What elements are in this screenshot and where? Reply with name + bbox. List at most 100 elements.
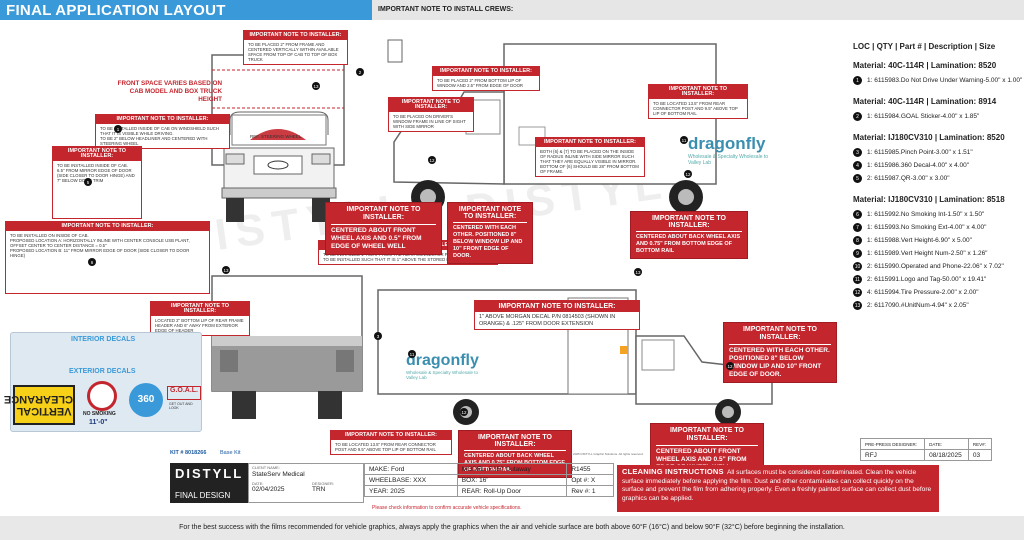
- legend-item-text: 1: 6115985.Pinch Point-3.00" x 1.51": [867, 149, 973, 156]
- logo-bottom: dragonfly Wholesale & Specialty Wholesal…: [406, 352, 479, 380]
- legend-item: 8 1: 6115988.Vert Height-6.90" x 5.00": [853, 234, 1023, 247]
- truck-front-view: [211, 54, 345, 222]
- legend-loc-number: 7: [853, 223, 862, 232]
- kit-base: Base Kit: [220, 450, 241, 456]
- copyright: © 2025 DISTYLL Graphic Solutions. All ri…: [570, 452, 644, 456]
- height-number: 11'-0": [89, 419, 108, 426]
- note-rear-connector: IMPORTANT NOTE TO INSTALLER:TO BE LOCATE…: [648, 84, 748, 119]
- legend-item: 2 1: 6115984.GOAL Sticker-4.00" x 1.85": [853, 110, 1023, 123]
- legend-item-text: 2: 6115987.QR-3.00" x 3.00": [867, 175, 950, 182]
- footer-note: For the best success with the films reco…: [0, 516, 1024, 540]
- marker-3: 3: [374, 332, 382, 340]
- marker-12c: 12: [460, 408, 468, 416]
- decals-box: INTERIOR DECALS EXTERIOR DECALS VERTICAL…: [4, 332, 202, 432]
- note-driver-window: IMPORTANT NOTE TO INSTALLER:TO BE PLACED…: [388, 97, 474, 132]
- client-block: CLIENT NAME: StateServ Medical DATE:DESI…: [248, 463, 364, 503]
- legend-material: Material: IJ180CV310 | Lamination: 8518: [853, 195, 1005, 204]
- rnote-centered-2: IMPORTANT NOTE TO INSTALLER:CENTERED WIT…: [723, 322, 837, 383]
- legend-item: 10 2: 6115990.Operated and Phone-22.06" x…: [853, 260, 1023, 273]
- legend-item: 5 2: 6115987.QR-3.00" x 3.00": [853, 172, 1023, 185]
- note-window-lip: IMPORTANT NOTE TO INSTALLER:TO BE PLACED…: [432, 66, 540, 91]
- legend-item: 7 1: 6115993.No Smoking Ext-4.00" x 4.00": [853, 221, 1023, 234]
- legend-loc-number: 5: [853, 174, 862, 183]
- legend-item: 11 2: 6115991.Logo and Tag-50.00" x 19.41…: [853, 273, 1023, 286]
- note-cab-console: IMPORTANT NOTE TO INSTALLER:TO BE INSTAL…: [5, 221, 210, 294]
- legend-item-text: 1: 6115989.Vert Height Num-2.50" x 1.26": [867, 250, 988, 257]
- legend-item-text: 2: 6117090.#UnitNum-4.94" x 2.05": [867, 302, 969, 309]
- marker-13c: 13: [634, 268, 642, 276]
- legend-item: 3 1: 6115985.Pinch Point-3.00" x 1.51": [853, 146, 1023, 159]
- legend-item: 1 1: 6115983.Do Not Drive Under Warning-5…: [853, 74, 1023, 87]
- legend-item-text: 4: 6115994.Tire Pressure-2.00" x 2.00": [867, 289, 979, 296]
- marker-12d: 12: [726, 362, 734, 370]
- marker-11: 11: [680, 136, 688, 144]
- legend-loc-number: 1: [853, 76, 862, 85]
- note-top-center: IMPORTANT NOTE TO INSTALLER:TO BE PLACED…: [243, 30, 348, 65]
- legend-material: Material: 40C-114R | Lamination: 8914: [853, 97, 997, 106]
- legend-loc-number: 9: [853, 249, 862, 258]
- legend-item-text: 1: 6115986.360 Decal-4.00" x 4.00": [867, 162, 970, 169]
- legend-item-text: 1: 6115984.GOAL Sticker-4.00" x 1.85": [867, 113, 980, 120]
- goal-sub: GET OUT AND LOOK: [169, 402, 193, 410]
- vertical-clearance-decal: VERTICAL CLEARANCE: [4, 385, 75, 425]
- truck-rear-view: [211, 275, 363, 419]
- legend-loc-number: 3: [853, 148, 862, 157]
- brand-block: DISTYLL FINAL DESIGN: [170, 463, 248, 503]
- marker-13: 13: [312, 82, 320, 90]
- brand-name: DISTYLL: [175, 466, 244, 481]
- legend-loc-number: 2: [853, 112, 862, 121]
- install-crews-note: IMPORTANT NOTE TO INSTALL CREWS:: [372, 0, 1024, 20]
- exterior-decals-label: EXTERIOR DECALS: [69, 368, 136, 375]
- note-rear-frame: IMPORTANT NOTE TO INSTALLER:LOCATED 2" B…: [150, 301, 250, 336]
- decal-360-icon: 360: [129, 383, 163, 417]
- legend-item: 12 4: 6115994.Tire Pressure-2.00" x 2.00": [853, 286, 1023, 299]
- kit-number: KIT # 8018266: [170, 450, 207, 456]
- legend-item-text: 1: 6115993.No Smoking Ext-4.00" x 4.00": [867, 224, 987, 231]
- front-space-note: FRONT SPACE VARIES BASED ON CAB MODEL AN…: [117, 80, 222, 103]
- legend-item-text: 1: 6115983.Do Not Drive Under Warning-5.…: [867, 77, 1023, 84]
- legend-loc-number: 11: [853, 275, 862, 284]
- note-cab-door: IMPORTANT NOTE TO INSTALLER:TO BE INSTAL…: [52, 146, 142, 219]
- legend-item-text: 2: 6115991.Logo and Tag-50.00" x 19.41": [867, 276, 987, 283]
- note-radius: IMPORTANT NOTE TO INSTALLER:BOTH {6} & {…: [535, 137, 645, 177]
- legend-header: LOC | QTY | Part # | Description | Size: [853, 42, 996, 51]
- client-name: StateServ Medical: [252, 471, 305, 478]
- rnote-front-wheel: IMPORTANT NOTE TO INSTALLER:CENTERED ABO…: [325, 202, 442, 255]
- legend-item: 9 1: 6115989.Vert Height Num-2.50" x 1.26…: [853, 247, 1023, 260]
- goal-decal: G.O.A.L.: [167, 386, 201, 400]
- cleaning-instructions: CLEANING INSTRUCTIONS All surfaces must …: [617, 465, 939, 512]
- client-date: 02/04/2025: [252, 486, 285, 493]
- marker-2: 2: [356, 68, 364, 76]
- legend-material: Material: IJ180CV310 | Lamination: 8520: [853, 133, 1005, 142]
- interior-decals-label: INTERIOR DECALS: [71, 336, 136, 343]
- legend-material: Material: 40C-114R | Lamination: 8520: [853, 61, 997, 70]
- legend-loc-number: 8: [853, 236, 862, 245]
- legend-item-text: 1: 6115992.No Smoking Int-1.50" x 1.50": [867, 211, 985, 218]
- legend-loc-number: 6: [853, 210, 862, 219]
- designer: TRN: [312, 486, 326, 493]
- legend-item: 6 1: 6115992.No Smoking Int-1.50" x 1.50": [853, 208, 1023, 221]
- final-design-label: FINAL DESIGN: [175, 491, 231, 500]
- marker-11b: 11: [408, 350, 416, 358]
- check-info: Please check information to confirm accu…: [372, 505, 522, 511]
- logo-top: dragonfly Wholesale & Specialty Wholesal…: [688, 134, 769, 166]
- note-rear-connector-2: IMPORTANT NOTE TO INSTALLER:TO BE LOCATE…: [330, 430, 452, 455]
- legend-loc-number: 12: [853, 288, 862, 297]
- rnote-back-wheel: IMPORTANT NOTE TO INSTALLER:CENTERED ABO…: [630, 211, 748, 259]
- legend-item-text: 1: 6115988.Vert Height-6.90" x 5.00": [867, 237, 972, 244]
- legend: LOC | QTY | Part # | Description | Size …: [853, 42, 1023, 312]
- marker-12b: 12: [684, 170, 692, 178]
- page-title: FINAL APPLICATION LAYOUT: [0, 0, 372, 20]
- rnote-centered: IMPORTANT NOTE TO INSTALLER:CENTERED WIT…: [447, 202, 533, 264]
- legend-item: 4 1: 6115986.360 Decal-4.00" x 4.00": [853, 159, 1023, 172]
- legend-loc-number: 10: [853, 262, 862, 271]
- legend-item-text: 2: 6115990.Operated and Phone-22.06" x 7…: [867, 263, 1004, 270]
- marker-13b: 13: [222, 266, 230, 274]
- marker-12: 12: [428, 156, 436, 164]
- legend-loc-number: 4: [853, 161, 862, 170]
- no-smoking-label: NO SMOKING: [83, 411, 116, 417]
- ref-steering-wheel-label: REF. STEERING WHEEL: [250, 134, 302, 139]
